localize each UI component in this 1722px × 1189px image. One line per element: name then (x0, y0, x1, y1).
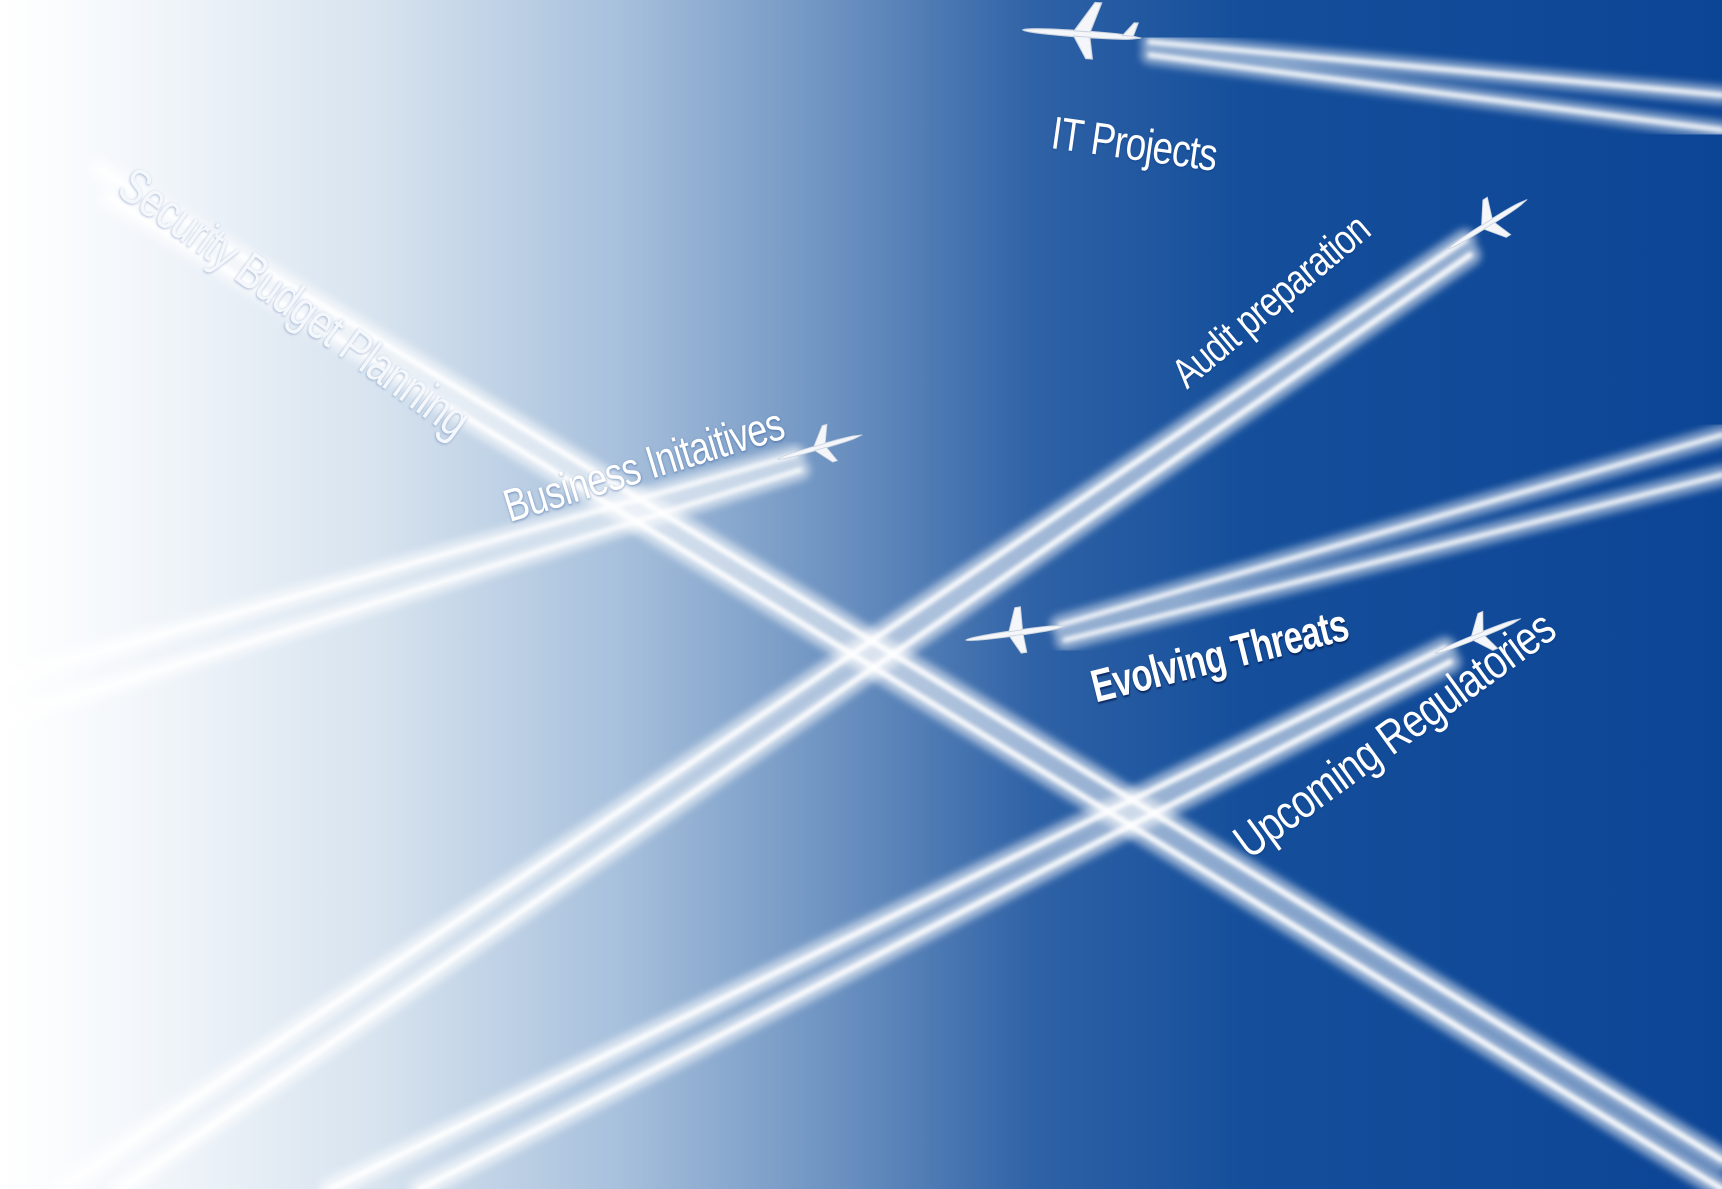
airplane-icon (1021, 1, 1142, 60)
airplanes (777, 1, 1528, 654)
airplane-icon (1434, 610, 1522, 654)
airplane-icon (1448, 196, 1528, 249)
airplane-icon (777, 423, 863, 463)
contrails (0, 33, 1722, 1189)
airplane-icon (965, 606, 1067, 654)
